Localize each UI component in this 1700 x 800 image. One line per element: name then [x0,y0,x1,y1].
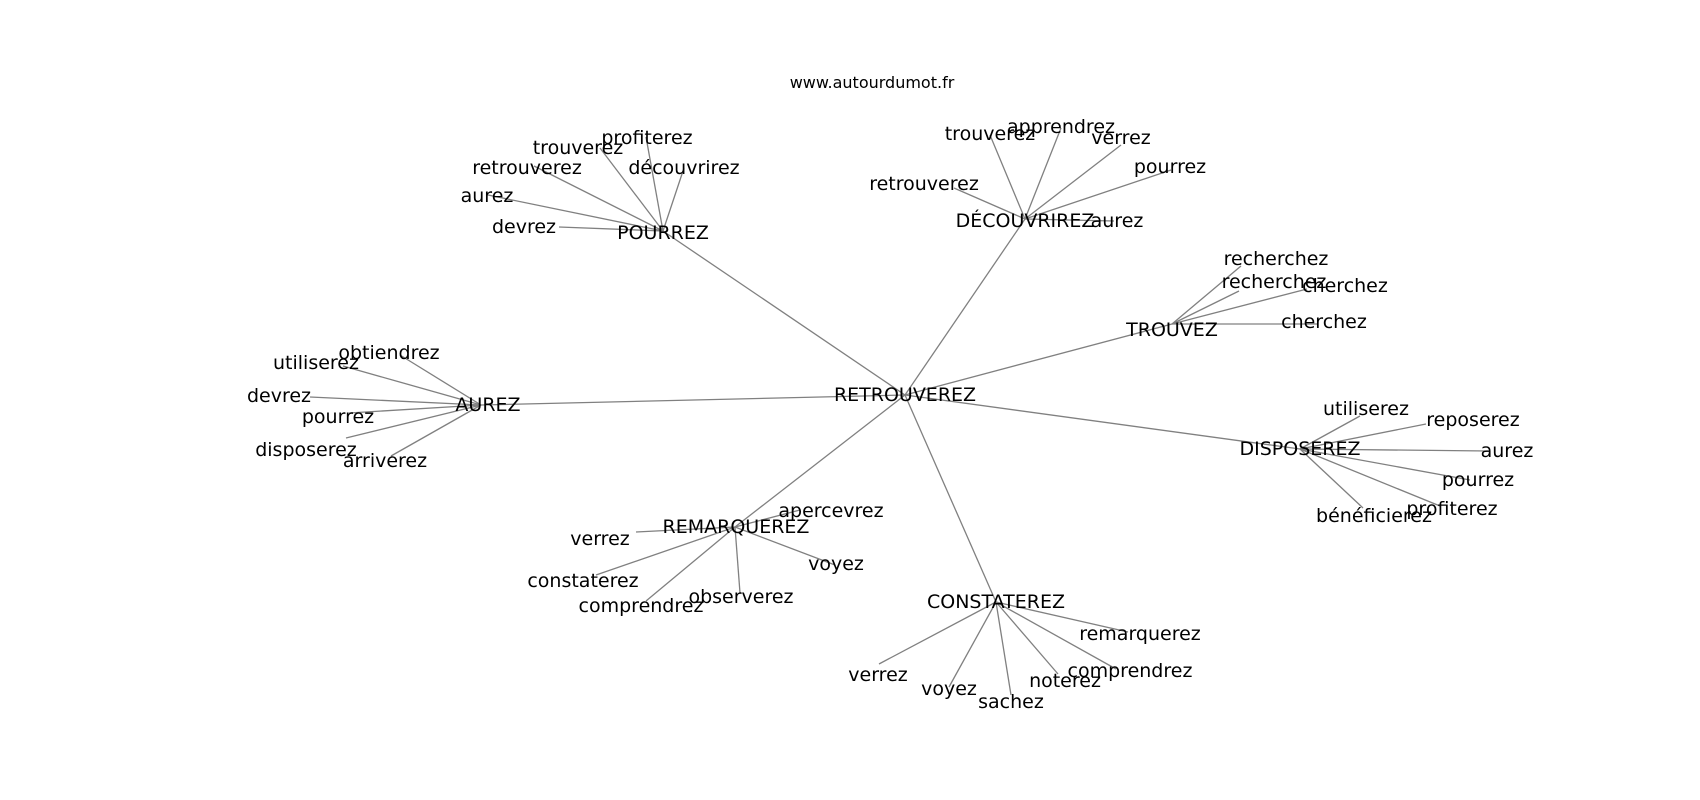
edge-constaterez-leaf-0 [995,601,1129,633]
leaf-node-trouvez-2: recherchez [1222,271,1327,293]
hub-node-decouvrirez: DÉCOUVRIREZ [956,209,1095,232]
leaf-node-aurez-2: devrez [247,385,311,407]
leaf-node-aurez-5: arriverez [343,450,427,472]
root-node-label: RETROUVEREZ [834,384,976,406]
edge-root-constaterez [904,394,997,603]
leaf-node-decouvrirez-5: aurez [1091,210,1144,232]
leaf-node-remarquerez-5: comprendrez [579,595,704,617]
leaf-node-constaterez-0: remarquerez [1079,623,1201,645]
edge-pourrez-leaf-0 [645,136,664,232]
graph-edges [309,127,1489,696]
leaf-node-disposerez-4: profiterez [1406,498,1497,520]
edge-constaterez-leaf-1 [995,601,1117,670]
leaf-node-decouvrirez-4: retrouverez [869,173,979,195]
edge-decouvrirez-leaf-0 [989,134,1026,220]
edge-aurez-leaf-4 [345,404,482,439]
leaf-node-decouvrirez-0: trouverez [945,123,1036,145]
edge-constaterez-leaf-2 [995,601,1059,675]
edge-aurez-leaf-2 [309,396,482,406]
edge-decouvrirez-leaf-3 [1024,169,1172,220]
leaf-node-constaterez-5: verrez [848,664,907,686]
edge-root-remarquerez [734,394,906,528]
edge-disposerez-leaf-0 [1299,415,1361,450]
edge-decouvrirez-leaf-4 [953,187,1026,220]
edge-root-decouvrirez [904,218,1026,396]
edge-remarquerez-leaf-1 [635,526,736,533]
edge-root-disposerez [904,394,1301,450]
leaf-node-decouvrirez-1: apprendrez [1007,116,1115,138]
leaf-node-remarquerez-3: constaterez [527,570,638,592]
edge-remarquerez-leaf-5 [645,526,736,602]
edge-constaterez-leaf-3 [995,601,1012,696]
leaf-node-pourrez-4: aurez [461,185,514,207]
leaf-node-remarquerez-1: verrez [570,528,629,550]
leaf-node-trouvez-0: recherchez [1224,248,1329,270]
edge-constaterez-leaf-4 [948,601,997,688]
edge-pourrez-leaf-2 [533,165,664,232]
edge-constaterez-leaf-5 [878,601,997,665]
edge-decouvrirez-leaf-2 [1024,144,1122,220]
edge-pourrez-leaf-3 [662,167,685,232]
leaf-node-pourrez-3: découvrirez [628,157,739,179]
site-label: www.autourdumot.fr [790,73,955,92]
edge-root-aurez [480,394,906,406]
hub-node-pourrez: POURREZ [617,222,709,244]
leaf-node-remarquerez-2: voyez [808,553,864,575]
edge-pourrez-leaf-4 [487,194,664,232]
edge-pourrez-leaf-5 [558,226,664,232]
leaf-node-trouvez-1: cherchez [1302,275,1388,297]
leaf-node-disposerez-1: reposerez [1426,409,1519,431]
hub-node-aurez: AUREZ [455,394,520,416]
leaf-node-constaterez-1: comprendrez [1068,660,1193,682]
edge-pourrez-leaf-1 [599,147,664,232]
edge-trouvez-leaf-0 [1171,265,1242,325]
leaf-node-constaterez-3: sachez [978,691,1044,713]
leaf-node-pourrez-2: retrouverez [472,157,582,179]
leaf-node-disposerez-0: utiliserez [1323,398,1409,420]
leaf-node-decouvrirez-2: verrez [1091,127,1150,149]
leaf-node-decouvrirez-3: pourrez [1134,156,1206,178]
leaf-node-aurez-4: disposerez [255,439,357,461]
edge-decouvrirez-leaf-5 [1024,218,1115,222]
edge-remarquerez-leaf-0 [734,509,801,528]
leaf-node-disposerez-3: pourrez [1442,469,1514,491]
hub-node-remarquerez: REMARQUEREZ [663,516,810,538]
edge-remarquerez-leaf-4 [734,526,741,594]
edge-aurez-leaf-0 [399,354,482,406]
edge-disposerez-leaf-4 [1299,448,1441,507]
leaf-node-constaterez-2: noterez [1029,670,1101,692]
edge-aurez-leaf-5 [390,404,482,457]
leaf-node-trouvez-3: cherchez [1281,311,1367,333]
hub-node-trouvez: TROUVEZ [1125,319,1218,341]
hub-node-constaterez: CONSTATEREZ [927,591,1065,613]
leaf-node-remarquerez-4: observerez [688,586,793,608]
graph-labels: www.autourdumot.fr RETROUVEREZ POURREZ pro… [247,73,1533,713]
leaf-node-remarquerez-0: apercevrez [778,500,883,522]
leaf-node-aurez-3: pourrez [302,406,374,428]
edge-root-pourrez [662,230,906,396]
edge-disposerez-leaf-3 [1299,448,1471,481]
leaf-node-disposerez-5: bénéficierez [1316,505,1432,527]
edge-disposerez-leaf-2 [1299,448,1489,452]
leaf-node-constaterez-4: voyez [921,678,977,700]
leaf-node-pourrez-0: profiterez [601,127,692,149]
edge-remarquerez-leaf-3 [595,526,736,576]
edge-disposerez-leaf-1 [1299,423,1427,450]
edge-trouvez-leaf-1 [1171,288,1308,325]
edge-remarquerez-leaf-2 [734,526,836,566]
leaf-node-pourrez-1: trouverez [533,137,624,159]
leaf-node-aurez-0: obtiendrez [338,342,439,364]
edge-aurez-leaf-3 [348,404,482,414]
edge-aurez-leaf-1 [342,365,482,406]
leaf-node-aurez-1: utiliserez [273,352,359,374]
edge-disposerez-leaf-5 [1299,448,1364,509]
edge-root-trouvez [904,323,1173,396]
edge-trouvez-leaf-2 [1171,290,1240,325]
hub-node-disposerez: DISPOSEREZ [1240,438,1361,460]
leaf-node-disposerez-2: aurez [1481,440,1534,462]
leaf-node-pourrez-5: devrez [492,216,556,238]
edge-decouvrirez-leaf-1 [1024,127,1062,220]
